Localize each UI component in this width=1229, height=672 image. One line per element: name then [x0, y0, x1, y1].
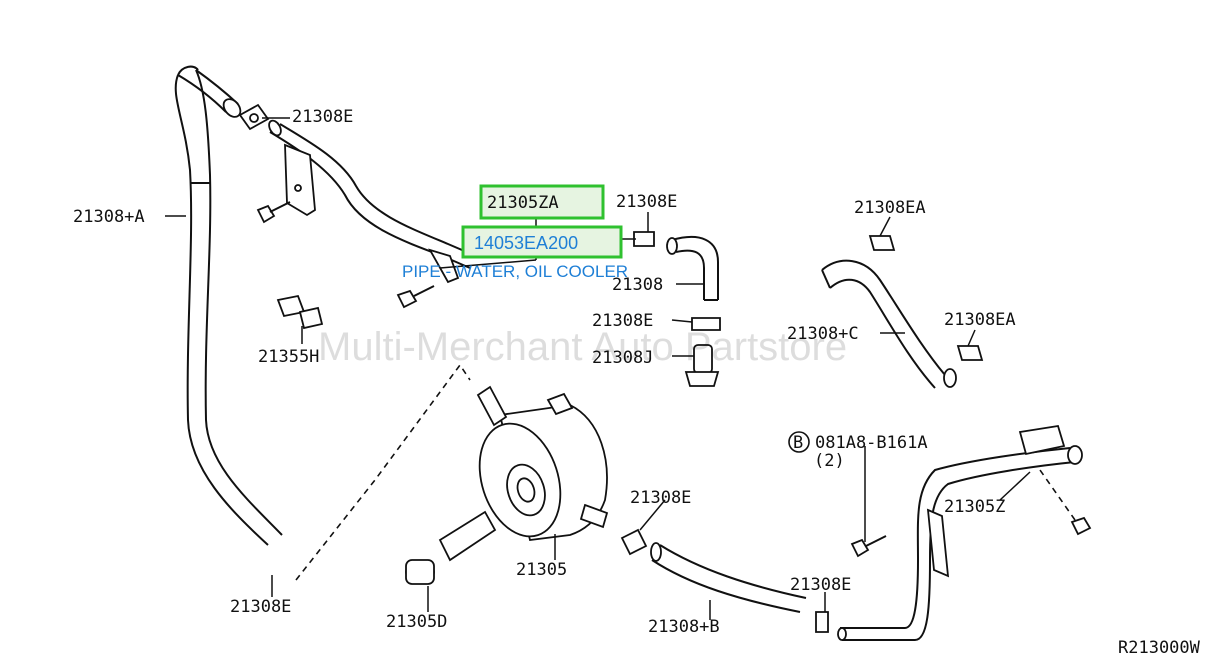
label-21305ZA: 21305ZA — [487, 193, 559, 213]
label-21308EA-bottom: 21308EA — [944, 310, 1016, 330]
hose-21308C[interactable] — [821, 259, 957, 389]
pipe-upper-21305ZA[interactable] — [267, 119, 477, 284]
label-21305: 21305 — [516, 560, 567, 580]
label-21305Z: 21305Z — [944, 497, 1005, 517]
label-21308E-mid: 21308E — [616, 192, 677, 212]
dashed-reference-line — [295, 363, 471, 581]
circle-b-letter: B — [793, 433, 803, 453]
pipe-21305Z[interactable] — [837, 424, 1083, 641]
diagram-code: R213000W — [1118, 638, 1201, 658]
bolt-081A8[interactable] — [850, 535, 887, 558]
watermark-text: Multi-Merchant Auto Partstore — [318, 325, 847, 369]
clamp-21308E-top[interactable] — [238, 103, 270, 131]
label-21308E-b: 21308E — [592, 311, 653, 331]
bolt-middle[interactable] — [396, 285, 435, 309]
highlight-box-14053EA200[interactable] — [461, 225, 623, 259]
label-21308B: 21308+B — [648, 617, 720, 637]
hose-21308[interactable] — [666, 236, 719, 301]
label-21308E-bottom: 21308E — [230, 597, 291, 617]
label-081A8-B161A: 081A8-B161A — [815, 433, 928, 453]
connector-21305D[interactable] — [405, 510, 497, 585]
label-21308E-right: 21308E — [790, 575, 851, 595]
hose-21308A[interactable] — [174, 65, 283, 546]
clamp-21308E-cooler[interactable] — [620, 528, 648, 556]
label-14053EA200[interactable]: 14053EA200 — [474, 233, 578, 253]
bolt-far-right[interactable] — [1039, 469, 1092, 536]
label-21308EA-top: 21308EA — [854, 198, 926, 218]
label-21308A: 21308+A — [73, 207, 145, 227]
label-21308: 21308 — [612, 275, 663, 295]
label-21355H: 21355H — [258, 347, 319, 367]
oil-cooler-21305[interactable] — [466, 385, 609, 547]
label-21305D: 21305D — [386, 612, 447, 632]
clamp-21308E-b[interactable] — [691, 317, 721, 331]
label-pipe-description: PIPE - WATER, OIL COOLER — [402, 262, 628, 281]
label-081A8-qty: (2) — [814, 451, 845, 471]
circle-b-marker: B — [788, 431, 810, 453]
clamp-21308EA-btm[interactable] — [956, 345, 984, 361]
label-21308E-cooler: 21308E — [630, 488, 691, 508]
clamp-21308EA-top[interactable] — [868, 235, 896, 251]
hose-21308B[interactable] — [650, 542, 807, 613]
fitting-21308J[interactable] — [684, 344, 720, 387]
label-21308E-top: 21308E — [292, 107, 353, 127]
clip-21355H[interactable] — [276, 294, 324, 330]
clamp-21308E-mid[interactable] — [633, 231, 655, 247]
bolt-upper-left[interactable] — [256, 201, 291, 224]
highlight-box-21305ZA[interactable] — [479, 184, 605, 220]
label-21308J: 21308J — [592, 348, 653, 368]
clamp-21308E-right[interactable] — [815, 611, 829, 633]
label-21308C: 21308+C — [787, 324, 859, 344]
